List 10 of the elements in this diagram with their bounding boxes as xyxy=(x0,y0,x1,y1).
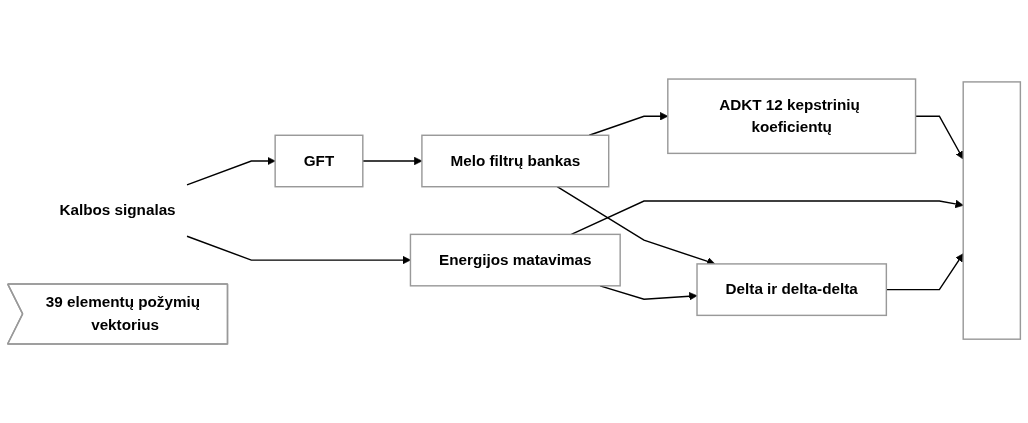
node-box: GFT xyxy=(274,134,364,188)
node-box: Energijos matavimas xyxy=(409,233,621,287)
node-box: Melo filtrų bankas xyxy=(421,134,610,188)
arrow xyxy=(186,156,276,186)
node-bar xyxy=(962,81,1022,340)
arrow xyxy=(186,235,411,265)
arrow xyxy=(570,199,964,236)
node-box: Delta ir delta-delta xyxy=(696,263,888,317)
node-box: ADKT 12 kepstrinių koeficientų xyxy=(667,78,917,155)
node-text: Kalbos signalas xyxy=(59,201,176,219)
